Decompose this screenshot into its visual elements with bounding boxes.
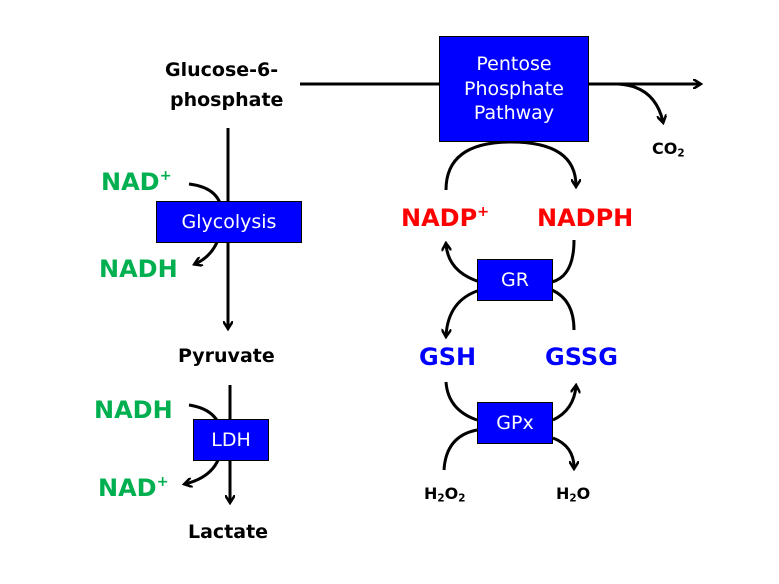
subscript-2: 2 [437, 492, 445, 505]
glucose-6-phosphate-label-line1: Glucose-6- [165, 59, 279, 81]
gssg-to-gsh-arrow [446, 288, 576, 336]
lactate-label: Lactate [188, 521, 269, 543]
nad-text: NAD [98, 474, 157, 503]
nad-plus-label-glycolysis: NAD+ [101, 168, 172, 196]
nadp-plus-label: NADP+ [401, 204, 489, 232]
plus-superscript: + [159, 168, 172, 184]
ppp-label-line1: Pentose [476, 52, 552, 75]
gr-label: GR [501, 268, 529, 291]
ldh-box: LDH [193, 419, 269, 461]
co2-release-arrow [617, 82, 663, 122]
glucose-6-phosphate-label-line2: phosphate [170, 89, 284, 111]
nad-plus-label-ldh: NAD+ [98, 474, 169, 502]
nadph-label: NADPH [537, 204, 634, 232]
nadph-to-nadp-arrow [446, 240, 576, 284]
gsh-to-gssg-arrow [444, 382, 576, 422]
gpx-box: GPx [477, 402, 553, 444]
glycolysis-box: Glycolysis [156, 201, 302, 243]
h2o2-to-h2o-arrow [442, 428, 574, 470]
h2o-label: H2O [556, 484, 590, 505]
nadh-label-ldh: NADH [94, 396, 173, 424]
h2o2-label: H2O2 [424, 484, 465, 505]
co-text: CO [652, 139, 678, 158]
plus-superscript: + [477, 204, 490, 220]
o-text: O [576, 484, 591, 503]
o-text: O [444, 484, 459, 503]
nadp-text: NADP [401, 204, 478, 233]
plus-superscript: + [156, 474, 169, 490]
subscript-2: 2 [458, 492, 466, 505]
ppp-label-line2: Phosphate [464, 77, 564, 100]
h-text: H [424, 484, 438, 503]
subscript-2: 2 [677, 147, 685, 160]
nad-text: NAD [101, 168, 160, 197]
ldh-label: LDH [211, 428, 251, 451]
gr-box: GR [477, 259, 553, 301]
nadh-label-glycolysis: NADH [99, 255, 178, 283]
nadp-to-nadph-arrow [444, 140, 576, 191]
gssg-label: GSSG [545, 343, 618, 371]
ppp-label-line3: Pathway [473, 102, 555, 125]
gsh-label: GSH [419, 343, 477, 371]
pentose-phosphate-pathway-box: Pentose Phosphate Pathway [439, 36, 589, 142]
co2-label: CO2 [652, 139, 685, 160]
pyruvate-label: Pyruvate [178, 345, 275, 367]
glycolysis-label: Glycolysis [181, 210, 277, 233]
subscript-2: 2 [569, 492, 577, 505]
h-text: H [556, 484, 570, 503]
gpx-label: GPx [496, 411, 534, 434]
